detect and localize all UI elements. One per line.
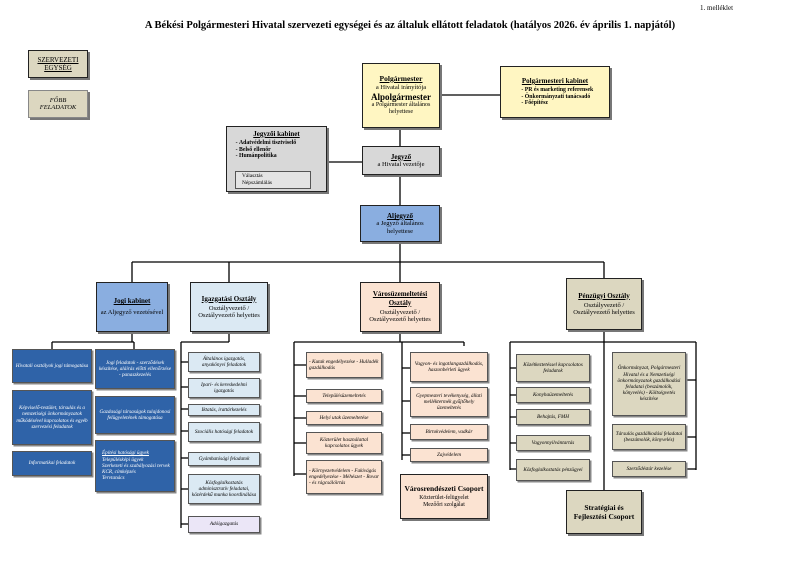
finance-task: Közfoglalkoztatás pénzügyei: [516, 459, 590, 481]
mayor-cabinet-item: Főépítész: [525, 100, 594, 107]
admin-task: Közfoglalkoztatás adminisztratív feladat…: [188, 474, 260, 504]
admin-task: Adóigazgatás: [188, 516, 260, 533]
finance-task: Vagyonnyilvántartás: [516, 435, 590, 451]
city-task: - Környezetvédelem - Fakivágás engedélye…: [306, 460, 382, 494]
city-task: Birtokvédelem, vadkár: [410, 424, 488, 440]
notary-cabinet-subbox: Választás Népszámlálás: [235, 171, 311, 189]
finance-task: Közétkeztetéssel kapcsolatos feladatok: [516, 354, 590, 382]
city-patrol-group: Városrendészeti Csoport Közterület-felüg…: [400, 474, 488, 519]
mayor-cabinet-box: Polgármesteri kabinet PR és marketing re…: [500, 66, 610, 118]
finance-task: Behajtás, FMH: [516, 409, 590, 425]
mayor-cabinet-item: PR és marketing referensek: [525, 87, 594, 94]
city-task: - Kutak engedélyezése - Hulladék gazdálk…: [306, 352, 382, 378]
mayor-box: Polgármester a Hivatal irányítója Alpolg…: [362, 63, 440, 128]
admin-task: Iktatás, irattárkezelés: [188, 404, 260, 416]
city-task: Zajvédelem: [410, 448, 488, 462]
legal-task: Képviselő-testület, társulás és a nemzet…: [12, 390, 92, 445]
legal-task: Jogi feladatok - szerződések készítése, …: [95, 349, 175, 389]
city-task: Vagyon- és ingatlangazdálkodás, haszonbé…: [410, 352, 488, 382]
finance-task: Társulás gazdálkodási feladatai (beszámo…: [612, 424, 686, 450]
admin-task: Gyámhatósági feladatok: [188, 452, 260, 466]
finance-dept-box: Pénzügyi Osztály Osztályvezető / Osztály…: [566, 278, 642, 330]
admin-task: Általános igazgatás, anyakönyvi feladato…: [188, 352, 260, 372]
deputy-notary-box: Aljegyző a Jegyző általános helyettese: [360, 205, 440, 242]
notary-cabinet-item: Humánpolitika: [239, 153, 296, 160]
finance-task: Önkormányzat, Polgármesteri Hivatal és a…: [612, 352, 686, 416]
city-task: Helyi utak üzemeltetése: [306, 411, 382, 425]
city-task: Településüzemeltetés: [306, 389, 382, 403]
notary-cabinet-item: Adatvédelmi tisztviselő: [239, 140, 296, 147]
legal-task: Informatikai feladatok: [12, 451, 92, 476]
legal-cabinet-box: Jogi kabinet az Aljegyző vezetésével: [96, 282, 168, 332]
legend-unit: SZERVEZETI EGYSÉG: [28, 50, 88, 78]
admin-dept-box: Igazgatási Osztály Osztályvezető / Osztá…: [190, 282, 268, 332]
city-task: Gyepmesteri tevékenység, állati mellékte…: [410, 387, 488, 417]
mayor-cabinet-item: Önkormányzati tanácsadó: [525, 94, 594, 101]
legal-task: Gazdasági társaságok tulajdonosi felügye…: [95, 396, 175, 434]
notary-cabinet-box: Jegyzői kabinet Adatvédelmi tisztviselő …: [226, 126, 327, 192]
finance-task: Szerződéstár kezelése: [612, 461, 686, 477]
admin-task: Ipari- és kereskedelmi igazgatás: [188, 378, 260, 398]
admin-task: Szociális hatósági feladatok: [188, 422, 260, 442]
vice-mayor-title: Alpolgármester: [371, 91, 431, 102]
notary-box: Jegyző a Hivatal vezetője: [362, 146, 440, 175]
legal-task: Hivatali osztályok jogi támogatása: [12, 349, 92, 383]
legal-authority-box: Építési hatósági ügyek Településképi ügy…: [95, 440, 175, 492]
legend-tasks: FŐBB FELADATOK: [28, 90, 88, 118]
annex-label: 1. melléklet: [700, 4, 734, 12]
mayor-title: Polgármester: [379, 73, 423, 83]
finance-task: Konyhaüzemeltetés: [516, 387, 590, 403]
page-title: A Békési Polgármesteri Hivatal szervezet…: [144, 20, 676, 31]
city-dept-box: Városüzemeltetési Osztály Osztályvezető …: [360, 282, 440, 332]
finance-strategy-group: Stratégiai és Fejlesztési Csoport: [566, 490, 642, 534]
city-task: Közterület használattal kapcsolatos ügye…: [306, 432, 382, 454]
notary-cabinet-item: Belső ellenőr: [239, 147, 296, 154]
